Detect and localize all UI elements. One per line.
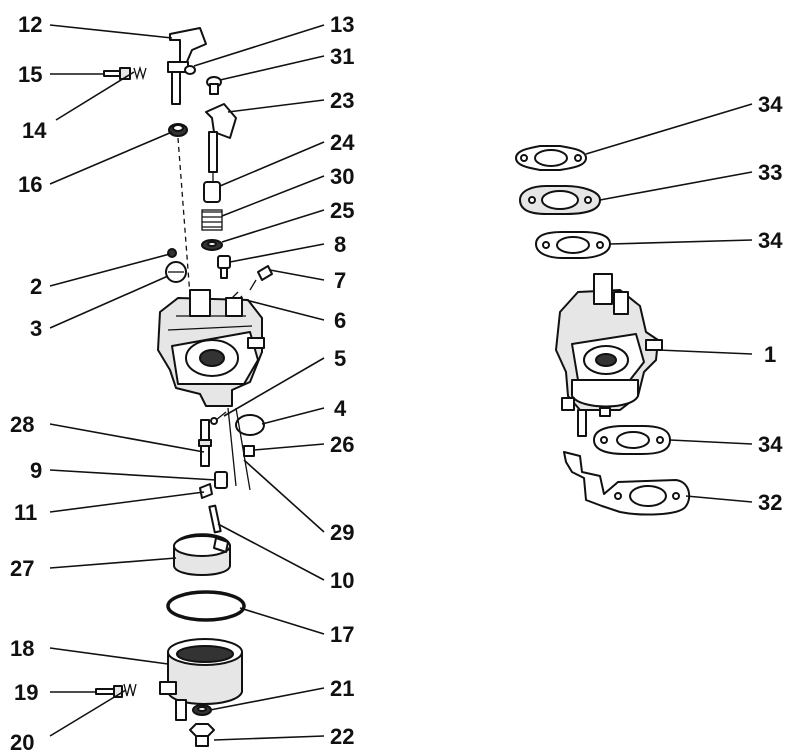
gasket-34-lower <box>593 425 671 455</box>
carburetor-body <box>157 289 265 407</box>
gasket-34-top <box>515 145 587 171</box>
callout-2: 2 <box>30 274 42 299</box>
callout-15: 15 <box>18 62 42 87</box>
part-22-bolt <box>189 723 215 747</box>
part-14-spring <box>133 65 147 81</box>
part-5-screw <box>210 411 227 425</box>
callout-26: 26 <box>330 432 354 457</box>
callout-13: 13 <box>330 12 354 37</box>
callout-10: 10 <box>330 568 354 593</box>
callout-25: 25 <box>330 198 354 223</box>
right-assembly-view <box>515 145 691 516</box>
part-20-spring <box>123 683 137 697</box>
part-8-screw <box>217 255 231 279</box>
callout-14: 14 <box>22 118 47 143</box>
part-4-gasket <box>235 414 265 436</box>
callout-12: 12 <box>18 12 42 37</box>
callout-17: 17 <box>330 622 354 647</box>
part-30-spring <box>201 209 223 231</box>
callout-21: 21 <box>330 676 354 701</box>
part-13-washer <box>184 65 196 75</box>
gasket-34-middle <box>535 231 611 259</box>
callout-18: 18 <box>10 636 34 661</box>
part-23-throttle-lever <box>205 103 237 173</box>
part-27-float <box>173 533 231 576</box>
callout-6: 6 <box>334 308 346 333</box>
callout-8: 8 <box>334 232 346 257</box>
part-9-jet <box>214 471 228 489</box>
callout-34-lower: 34 <box>758 432 783 457</box>
callout-1: 1 <box>764 342 776 367</box>
callout-4: 4 <box>334 396 347 421</box>
callout-34-top: 34 <box>758 92 783 117</box>
part-11-clip <box>199 483 213 499</box>
callout-33: 33 <box>758 160 782 185</box>
callout-27: 27 <box>10 556 34 581</box>
callout-28: 28 <box>10 412 34 437</box>
part-2-screw <box>167 248 177 258</box>
part-17-o-ring <box>166 590 246 622</box>
assembled-carburetor-1 <box>555 273 663 437</box>
callout-29: 29 <box>330 520 354 545</box>
callout-16: 16 <box>18 172 42 197</box>
callout-23: 23 <box>330 88 354 113</box>
part-21-washer <box>192 704 212 716</box>
leader-lines <box>49 24 753 741</box>
part-16-nut <box>168 123 188 137</box>
callout-9: 9 <box>30 458 42 483</box>
part-31-screw <box>206 76 222 95</box>
callout-labels: 12 15 14 16 2 3 28 9 11 27 18 19 20 13 3… <box>10 12 783 754</box>
callout-19: 19 <box>14 680 38 705</box>
assembly-guide-lines <box>177 137 251 491</box>
callout-3: 3 <box>30 316 42 341</box>
callout-24: 24 <box>330 130 355 155</box>
callout-31: 31 <box>330 44 354 69</box>
callout-34-middle: 34 <box>758 228 783 253</box>
callout-5: 5 <box>334 346 346 371</box>
part-3-plug <box>165 261 187 283</box>
part-10-float-pin <box>208 504 222 534</box>
callout-30: 30 <box>330 164 354 189</box>
part-26-bushing <box>243 445 255 457</box>
callout-11: 11 <box>14 500 37 525</box>
part-25-washer <box>201 239 223 251</box>
part-12-choke-lever <box>167 27 207 105</box>
bracket-32 <box>563 451 691 516</box>
part-7-screw <box>249 265 273 291</box>
spacer-33 <box>519 185 601 215</box>
part-18-float-bowl <box>159 638 243 721</box>
callout-7: 7 <box>334 268 346 293</box>
part-28-needle-jet <box>198 419 212 467</box>
part-24-bushing <box>203 181 221 203</box>
left-exploded-view <box>95 27 273 747</box>
callout-32: 32 <box>758 490 782 515</box>
callout-20: 20 <box>10 730 34 754</box>
callout-22: 22 <box>330 724 354 749</box>
